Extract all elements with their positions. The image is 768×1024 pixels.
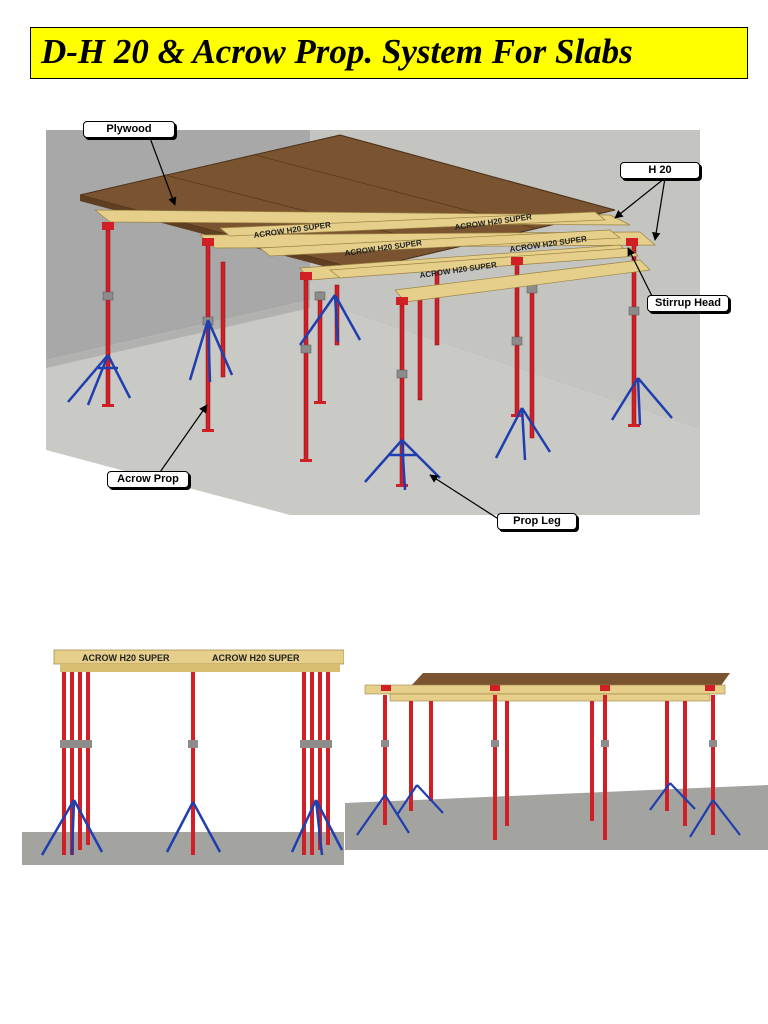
elevation-props [62,670,330,855]
side-elevation [345,673,768,850]
svg-text:ACROW H20 SUPER: ACROW H20 SUPER [212,653,300,663]
side-beams [364,684,726,702]
plywood-label: Plywood [83,121,175,138]
main-diagram: ACROW H20 SUPER ACROW H20 SUPER ACROW H2… [46,130,700,521]
prop-leg-label: Prop Leg [497,513,577,530]
ground [345,785,768,850]
prop-legs [67,294,673,491]
elevation-prop-legs [40,799,344,856]
side-prop-legs [356,782,741,838]
acrow-prop-label: Acrow Prop [107,471,189,488]
page-title: D-H 20 & Acrow Prop. System For Slabs [41,32,633,71]
front-elevation: ACROW H20 SUPER ACROW H20 SUPER [22,649,344,865]
h20-label: H 20 [620,162,700,179]
stirrup-heads [102,222,638,305]
stirrup-head-label: Stirrup Head [647,295,729,312]
ground [22,832,344,865]
side-props [383,695,715,840]
deck-top [410,673,730,687]
svg-text:ACROW H20 SUPER: ACROW H20 SUPER [82,653,170,663]
elevation-beams [53,649,344,672]
title-banner: D-H 20 & Acrow Prop. System For Slabs [30,27,748,79]
